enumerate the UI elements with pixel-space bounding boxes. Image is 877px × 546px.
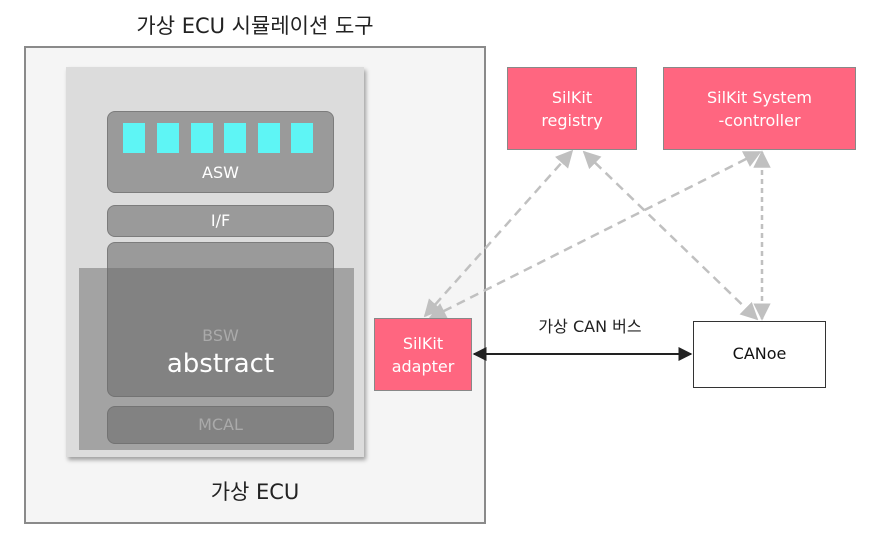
diagram-title: 가상 ECU 시뮬레이션 도구 — [136, 14, 374, 38]
adapter-sysctl-link — [428, 150, 762, 320]
abstract-label: abstract — [166, 349, 275, 379]
sysctl-line1: SilKit System — [706, 87, 812, 107]
adapter-line1: SilKit — [402, 333, 444, 353]
silkit-adapter-box: SilKit adapter — [374, 318, 472, 391]
swc-component — [123, 123, 145, 153]
abstract-overlay — [79, 268, 354, 450]
can-bus-label: 가상 CAN 버스 — [538, 317, 642, 336]
swc-component — [291, 123, 313, 153]
registry-line1: SilKit — [551, 87, 593, 107]
swc-component — [157, 123, 179, 153]
bsw-label: BSW — [202, 326, 239, 345]
asw-label: ASW — [202, 163, 239, 182]
silkit-system-controller-box: SilKit System -controller — [663, 67, 856, 150]
registry-canoe-link — [582, 150, 759, 321]
swc-component — [224, 123, 246, 153]
silkit-registry-box: SilKit registry — [507, 67, 637, 150]
virtual-ecu-label: 가상 ECU — [210, 480, 300, 504]
swc-component — [258, 123, 280, 153]
swc-component — [191, 123, 213, 153]
canoe-box: CANoe — [693, 321, 826, 388]
mcal-label: MCAL — [198, 415, 243, 434]
adapter-line2: adapter — [391, 356, 455, 376]
interface-block: I/F — [107, 205, 334, 237]
adapter-registry-link — [423, 149, 574, 318]
sysctl-line2: -controller — [718, 110, 801, 130]
registry-line2: registry — [541, 110, 603, 130]
